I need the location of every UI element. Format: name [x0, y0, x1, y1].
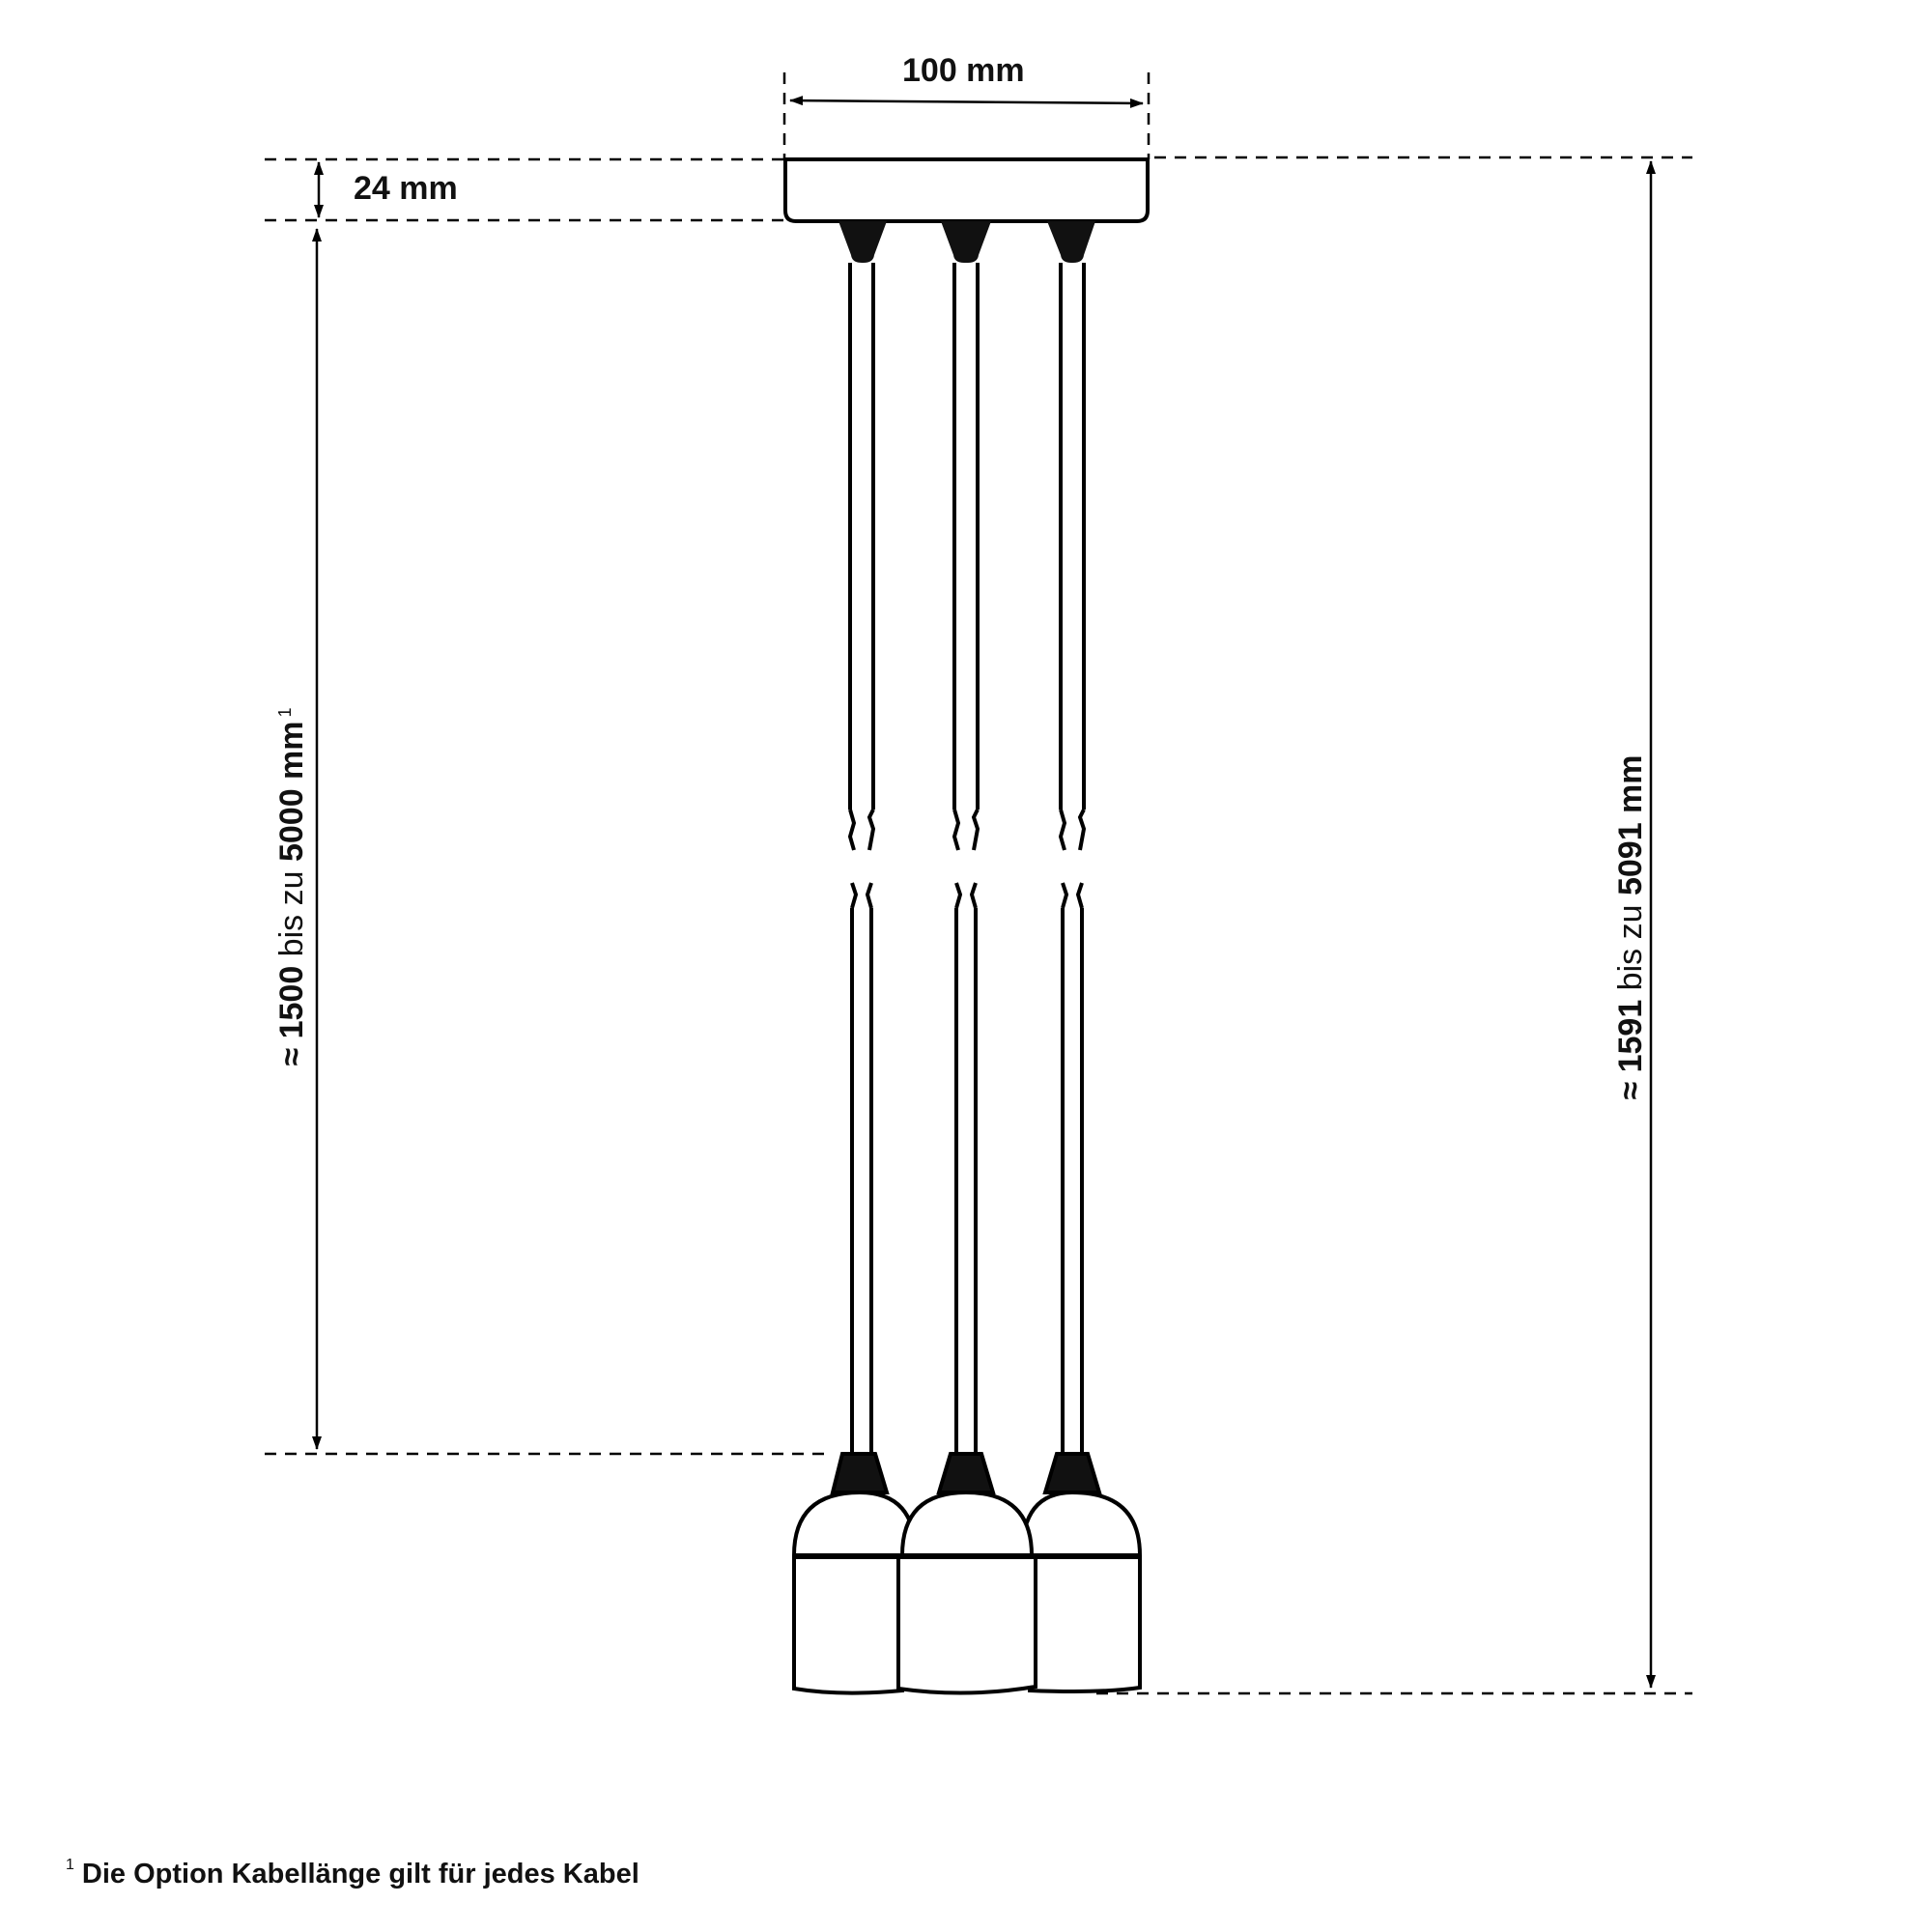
- lamp-holder-2: [896, 1452, 1037, 1695]
- total-height-max: 5091: [1612, 822, 1649, 896]
- width-arrow: [789, 96, 1144, 108]
- cable-grommet-2: [941, 221, 991, 263]
- total-approx-symbol: ≈: [1612, 1081, 1649, 1100]
- cable-3: [1058, 263, 1087, 1454]
- cable-length-min: 1500: [273, 965, 310, 1039]
- width-label: 100 mm: [902, 52, 1025, 89]
- dimension-arrows: [312, 96, 1656, 1689]
- cable-length-connector: bis zu: [273, 870, 310, 957]
- lamp-holder-1: [791, 1452, 919, 1695]
- canopy-height-label: 24 mm: [354, 170, 458, 207]
- lamp-holders: [791, 1452, 1143, 1695]
- dashed-reference-lines: [265, 72, 1692, 1695]
- footnote-text: Die Option Kabellänge gilt für jedes Kab…: [81, 1859, 639, 1889]
- cable-2: [952, 263, 980, 1454]
- cable-footnote-ref: 1: [274, 707, 295, 718]
- cable-length-max: 5000: [273, 788, 310, 863]
- footnote: 1 Die Option Kabellänge gilt für jedes Ka…: [66, 1857, 639, 1890]
- cable-grommet-3: [1047, 221, 1095, 263]
- cable-1: [847, 263, 876, 1454]
- total-height-unit: mm: [1612, 754, 1649, 813]
- cable-approx-symbol: ≈: [273, 1047, 310, 1066]
- cables: [847, 263, 1087, 1454]
- cable-grommet-1: [838, 221, 887, 263]
- ceiling-canopy: [783, 157, 1150, 223]
- total-height-connector: bis zu: [1612, 904, 1649, 991]
- cable-length-unit: mm: [273, 721, 310, 780]
- canopy-cable-grommets: [838, 221, 1095, 263]
- footnote-marker: 1: [66, 1857, 74, 1873]
- total-height-min: 1591: [1612, 999, 1649, 1073]
- lamp-holder-3: [1019, 1452, 1143, 1693]
